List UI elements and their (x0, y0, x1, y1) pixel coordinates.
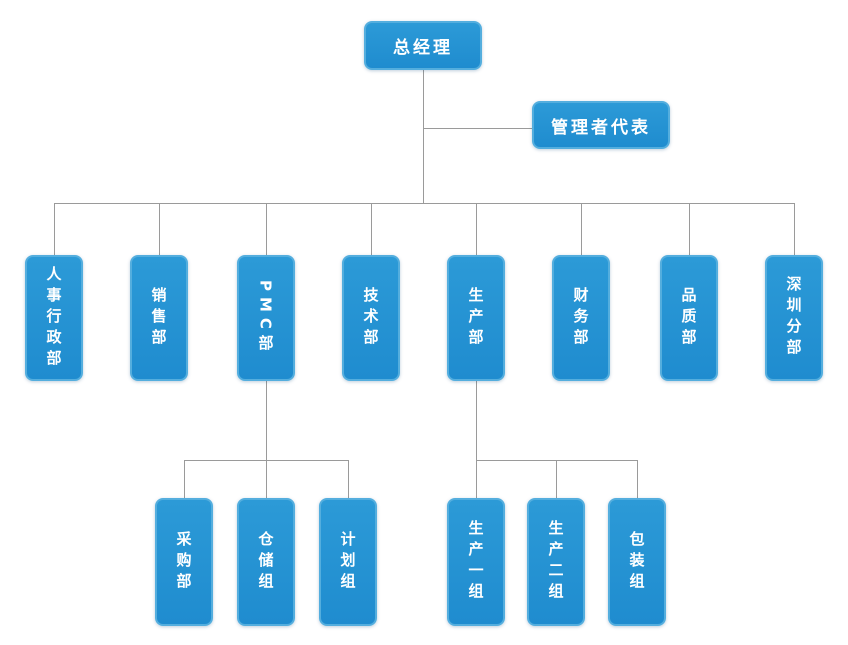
connector-line (54, 203, 795, 204)
org-node-planning-group[interactable]: 计划组 (319, 498, 377, 626)
connector-line (476, 460, 638, 461)
connector-line (54, 203, 55, 256)
org-node-general-manager[interactable]: 总经理 (364, 21, 482, 70)
org-node-hr-admin-dept[interactable]: 人事行政部 (25, 255, 83, 381)
connector-line (266, 381, 267, 461)
org-node-warehouse-group[interactable]: 仓储组 (237, 498, 295, 626)
connector-line (159, 203, 160, 256)
org-node-packaging-group[interactable]: 包装组 (608, 498, 666, 626)
connector-line (266, 460, 267, 499)
connector-line (348, 460, 349, 499)
org-node-production-group-1[interactable]: 生产一组 (447, 498, 505, 626)
connector-line (581, 203, 582, 256)
connector-line (689, 203, 690, 256)
org-node-shenzhen-branch[interactable]: 深圳分部 (765, 255, 823, 381)
connector-line (794, 203, 795, 256)
connector-line (556, 460, 557, 499)
connector-line (266, 203, 267, 256)
org-node-management-rep[interactable]: 管理者代表 (532, 101, 670, 149)
connector-line (371, 203, 372, 256)
connector-line (637, 460, 638, 499)
org-node-tech-dept[interactable]: 技术部 (342, 255, 400, 381)
org-node-production-dept[interactable]: 生产部 (447, 255, 505, 381)
org-node-pmc-dept[interactable]: PMC部 (237, 255, 295, 381)
connector-line (423, 128, 533, 129)
org-node-production-group-2[interactable]: 生产二组 (527, 498, 585, 626)
connector-line (184, 460, 185, 499)
connector-line (476, 460, 477, 499)
org-node-sales-dept[interactable]: 销售部 (130, 255, 188, 381)
org-node-finance-dept[interactable]: 财务部 (552, 255, 610, 381)
connector-line (476, 381, 477, 461)
connector-line (423, 70, 424, 204)
org-node-quality-dept[interactable]: 品质部 (660, 255, 718, 381)
connector-line (476, 203, 477, 256)
org-node-purchasing-dept[interactable]: 采购部 (155, 498, 213, 626)
